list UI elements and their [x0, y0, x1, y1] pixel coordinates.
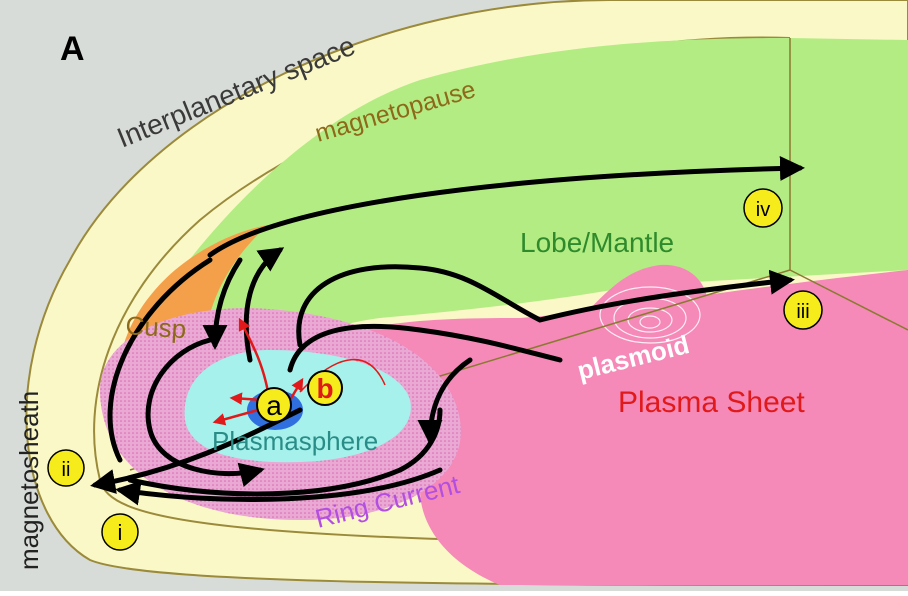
marker-iii-label: iii [796, 301, 809, 323]
marker-i-circle [101, 513, 139, 551]
cusp-label: Cusp [125, 310, 188, 344]
marker-iv-circle [743, 188, 783, 228]
marker-i-label: i [118, 520, 123, 545]
marker-b: b [307, 370, 343, 406]
marker-b-circle [307, 370, 343, 406]
lobe-mantle-region [131, 38, 908, 440]
lobe-mantle-label: Lobe/Mantle [520, 227, 674, 258]
plasma-flow-paths [90, 155, 805, 506]
marker-iv: iv [743, 188, 783, 228]
marker-i: i [101, 513, 139, 551]
marker-a-circle [256, 387, 292, 423]
plasma-sheet-region [300, 270, 908, 585]
marker-b-label: b [316, 373, 333, 404]
marker-iii: iii [783, 290, 823, 330]
marker-a-label: a [266, 390, 282, 421]
plasma-sheet-label: Plasma Sheet [618, 386, 805, 419]
marker-iii-circle [783, 290, 823, 330]
marker-a: a [256, 387, 292, 423]
marker-ii: ii [47, 449, 85, 487]
panel-label: A [60, 30, 85, 68]
magnetosheath-label: magnetosheath [14, 391, 44, 570]
marker-ii-circle [47, 449, 85, 487]
marker-iv-label: iv [756, 199, 770, 221]
plasmasphere-label: Plasmasphere [212, 426, 378, 456]
marker-ii-label: ii [62, 459, 71, 481]
